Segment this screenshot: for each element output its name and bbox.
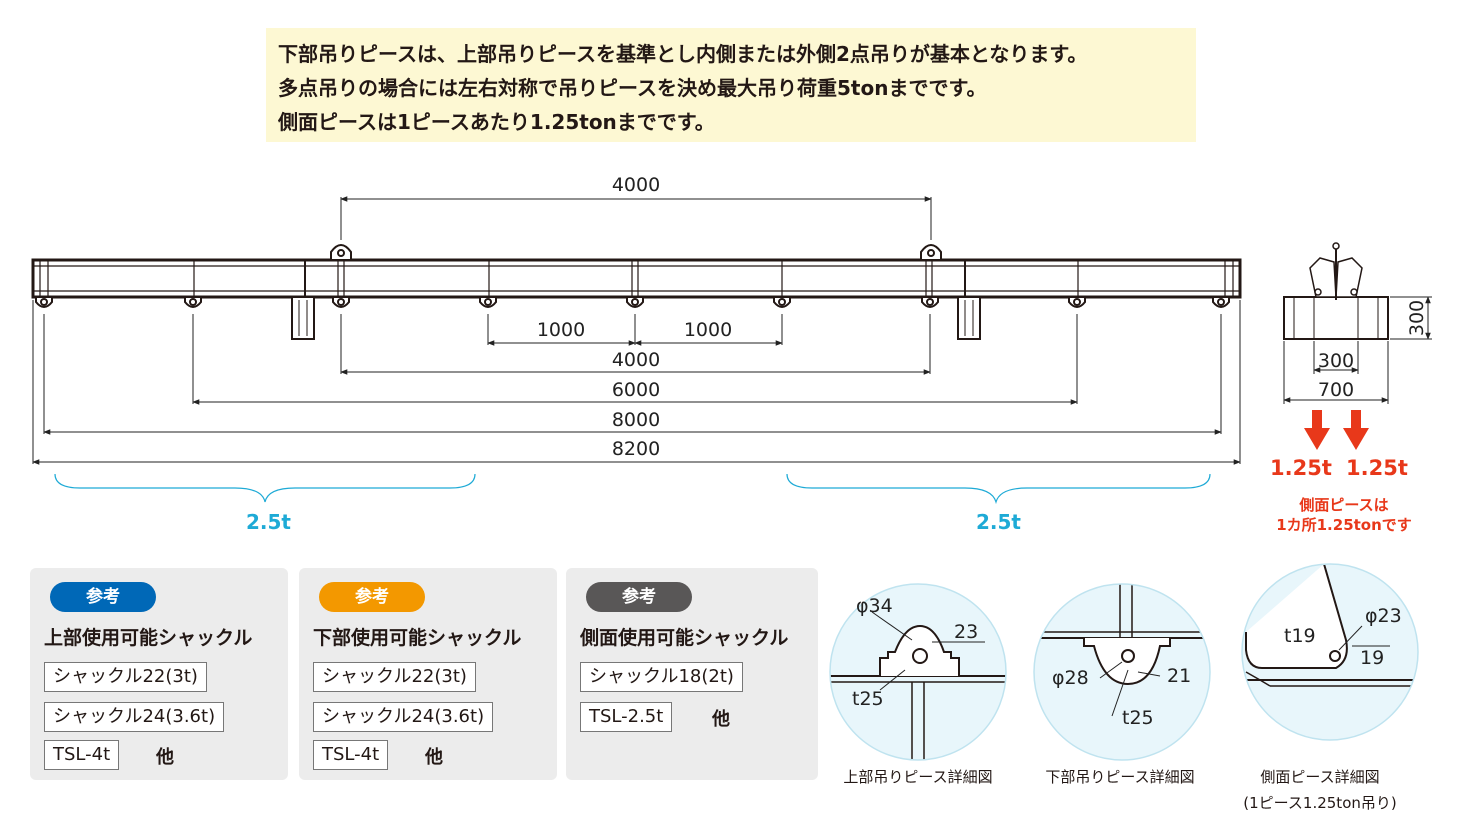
dim-8200: 8200 [612,438,660,460]
section-outer-width: 700 [1318,379,1354,401]
panel1-badge: 参考 [50,582,156,612]
panel3-item-2: TSL-2.5t [580,702,673,732]
panel3-badge: 参考 [586,582,692,612]
section-load-left: 1.25t [1270,456,1332,480]
detail2-label-diameter: φ28 [1052,667,1089,689]
detail1-label-diameter: φ34 [856,595,893,617]
panel3-item-1: シャックル18(2t) [580,662,743,692]
left-load-brace [54,473,476,503]
panel-top-shackles: 参考 上部使用可能シャックル シャックル22(3t) シャックル24(3.6t)… [30,568,288,780]
section-note-line-2: 1カ所1.25tonです [1276,516,1412,534]
detail2-label-thickness: t25 [1122,707,1154,729]
panel-side-shackles: 参考 側面使用可能シャックル シャックル18(2t) TSL-2.5t 他 [566,568,818,780]
panel3-other: 他 [712,709,730,730]
load-right: 2.5t [976,510,1021,534]
load-left: 2.5t [246,510,291,534]
panel2-item-2: シャックル24(3.6t) [313,702,494,732]
dim-4000: 4000 [612,349,660,371]
detail1-caption: 上部吊りピース詳細図 [843,768,993,786]
dim-top-4000: 4000 [612,174,660,196]
notice-line-1: 下部吊りピースは、上部吊りピースを基準とし内側または外側2点吊りが基本となります… [278,42,1088,66]
detail2-caption: 下部吊りピース詳細図 [1045,768,1195,786]
top-lifting-pieces [330,244,942,261]
panel1-title: 上部使用可能シャックル [44,627,253,649]
panel2-item-1: シャックル22(3t) [313,662,476,692]
right-load-brace [786,473,1211,505]
panel1-item-3: TSL-4t [44,740,120,770]
detail3-caption-sub: (1ピース1.25ton吊り) [1243,794,1397,812]
cross-section [1283,242,1389,340]
dimension-lines [32,196,1241,465]
dim-6000: 6000 [612,379,660,401]
section-load-right: 1.25t [1346,456,1408,480]
panel2-badge: 参考 [319,582,425,612]
detail2-label-width: 21 [1167,665,1191,687]
panel2-title: 下部使用可能シャックル [313,627,522,649]
detail1-label-thickness: t25 [852,688,884,710]
detail3-label-diameter: φ23 [1365,605,1402,627]
panel3-title: 側面使用可能シャックル [580,627,789,649]
beam [31,258,1242,299]
down-arrows [1304,410,1369,450]
dim-1000-left: 1000 [537,319,585,341]
panel2-item-3: TSL-4t [313,740,389,770]
dim-8000: 8000 [612,409,660,431]
detail-bottom-piece: φ28 21 t25 [1033,583,1211,761]
dim-1000-right: 1000 [684,319,732,341]
section-inner-width: 300 [1318,350,1354,372]
detail1-label-width: 23 [954,621,978,643]
section-note-line-1: 側面ピースは [1299,496,1389,514]
detail3-label-thickness: t19 [1284,625,1316,647]
bottom-lifting-pieces [35,296,1230,308]
panel1-item-2: シャックル24(3.6t) [44,702,225,732]
section-height: 300 [1406,300,1428,336]
detail-top-piece: φ34 23 t25 [829,583,1007,761]
panel-bottom-shackles: 参考 下部使用可能シャックル シャックル22(3t) シャックル24(3.6t)… [299,568,557,780]
notice-line-3: 側面ピースは1ピースあたり1.25tonまでです。 [278,110,715,134]
detail3-label-width: 19 [1360,647,1384,669]
panel2-other: 他 [425,747,443,768]
notice-line-2: 多点吊りの場合には左右対称で吊りピースを決め最大吊り荷重5tonまでです。 [278,76,987,100]
detail-side-piece: t19 φ23 19 [1241,563,1419,741]
side-pieces [291,296,981,340]
panel1-other: 他 [156,747,174,768]
panel1-item-1: シャックル22(3t) [44,662,207,692]
notice-box: 下部吊りピースは、上部吊りピースを基準とし内側または外側2点吊りが基本となります… [266,28,1196,142]
detail3-caption: 側面ピース詳細図 [1260,768,1380,786]
